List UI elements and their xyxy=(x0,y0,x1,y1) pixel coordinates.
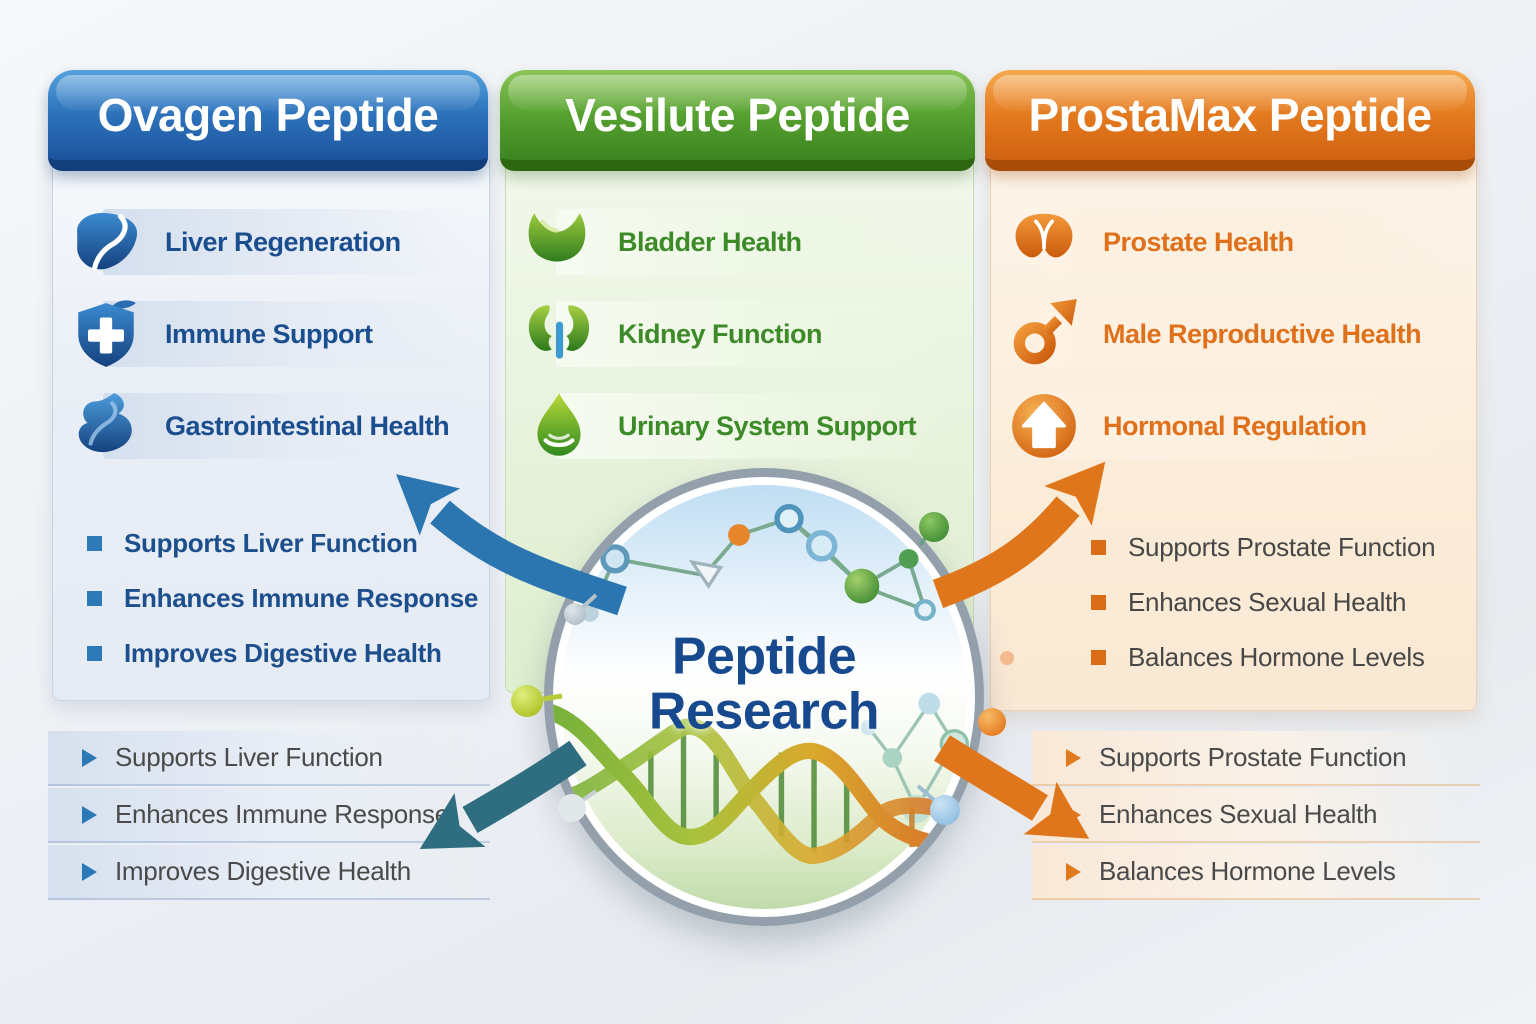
feature-prostate-health: Prostate Health xyxy=(1007,202,1464,282)
prostamax-panel: Prostate Health Male Reproductive Health xyxy=(990,160,1477,711)
triangle-bullet-icon xyxy=(82,862,97,881)
triangle-bullet-icon xyxy=(1066,862,1081,881)
up-arrow-circle-icon xyxy=(1007,389,1081,463)
prostamax-benefits: Supports Prostate Function Enhances Sexu… xyxy=(1091,520,1436,685)
feature-label: Immune Support xyxy=(165,318,373,349)
benefit-item: Enhances Immune Response xyxy=(87,571,478,626)
liver-icon xyxy=(69,205,143,279)
center-title-line2: Research xyxy=(648,681,880,740)
benefit-label: Balances Hormone Levels xyxy=(1128,642,1425,672)
benefit-item: Supports Liver Function xyxy=(87,516,478,571)
square-bullet-icon xyxy=(1091,540,1106,555)
peptide-research-badge: Peptide Research xyxy=(544,468,984,926)
benefit-label: Supports Liver Function xyxy=(124,528,418,558)
triangle-bullet-icon xyxy=(1066,748,1081,767)
ovagen-title: Ovagen Peptide xyxy=(97,89,439,141)
feature-gastrointestinal-health: Gastrointestinal Health xyxy=(69,386,477,466)
triangle-bullet-icon xyxy=(82,805,97,824)
feature-bladder-health: Bladder Health xyxy=(522,202,961,282)
square-bullet-icon xyxy=(87,591,102,606)
water-drop-icon xyxy=(522,389,596,463)
kidneys-icon xyxy=(522,297,596,371)
footer-row: Enhances Immune Response xyxy=(48,788,490,843)
ovagen-panel: Liver Regeneration Immune Support xyxy=(52,160,490,701)
vesilute-features: Bladder Health Kidney Function xyxy=(522,202,961,466)
center-title-line1: Peptide xyxy=(671,627,857,686)
square-bullet-icon xyxy=(1091,595,1106,610)
footer-label: Enhances Sexual Health xyxy=(1099,799,1378,829)
triangle-bullet-icon xyxy=(82,748,97,767)
male-symbol-icon xyxy=(1007,297,1081,371)
feature-liver-regeneration: Liver Regeneration xyxy=(69,202,477,282)
shield-cross-icon xyxy=(69,297,143,371)
vesilute-header: Vesilute Peptide xyxy=(500,70,975,171)
feature-label: Male Reproductive Health xyxy=(1103,318,1422,349)
benefit-label: Improves Digestive Health xyxy=(124,638,442,668)
feature-immune-support: Immune Support xyxy=(69,294,477,374)
footer-row: Supports Liver Function xyxy=(48,731,490,786)
ovagen-header: Ovagen Peptide xyxy=(48,70,488,171)
feature-urinary-system-support: Urinary System Support xyxy=(522,386,961,466)
square-bullet-icon xyxy=(87,536,102,551)
center-title: Peptide Research xyxy=(553,629,975,738)
bladder-icon xyxy=(522,205,596,279)
vesilute-title: Vesilute Peptide xyxy=(565,89,910,141)
benefit-item: Improves Digestive Health xyxy=(87,626,478,681)
benefit-label: Enhances Immune Response xyxy=(124,583,479,613)
ovagen-features: Liver Regeneration Immune Support xyxy=(69,202,477,466)
feature-label: Urinary System Support xyxy=(618,410,917,441)
stomach-icon xyxy=(69,389,143,463)
feature-male-reproductive-health: Male Reproductive Health xyxy=(1007,294,1464,374)
footer-label: Supports Prostate Function xyxy=(1099,742,1407,772)
footer-label: Supports Liver Function xyxy=(115,742,383,772)
feature-label: Liver Regeneration xyxy=(165,226,401,257)
benefit-label: Supports Prostate Function xyxy=(1128,532,1436,562)
footer-row: Balances Hormone Levels xyxy=(1032,845,1480,900)
ovagen-footer-list: Supports Liver Function Enhances Immune … xyxy=(48,731,490,902)
benefit-item: Balances Hormone Levels xyxy=(1091,630,1435,685)
footer-label: Enhances Immune Response xyxy=(115,799,449,829)
feature-label: Bladder Health xyxy=(618,226,802,257)
footer-label: Improves Digestive Health xyxy=(115,856,411,886)
feature-kidney-function: Kidney Function xyxy=(522,294,961,374)
footer-row: Supports Prostate Function xyxy=(1032,731,1480,786)
prostamax-footer-list: Supports Prostate Function Enhances Sexu… xyxy=(1032,731,1480,902)
square-bullet-icon xyxy=(1091,650,1106,665)
footer-row: Improves Digestive Health xyxy=(48,845,490,900)
prostamax-header: ProstaMax Peptide xyxy=(985,70,1475,171)
prostamax-title: ProstaMax Peptide xyxy=(1028,89,1432,141)
footer-label: Balances Hormone Levels xyxy=(1099,856,1396,886)
feature-label: Kidney Function xyxy=(618,318,823,349)
feature-label: Gastrointestinal Health xyxy=(165,410,450,441)
benefit-item: Supports Prostate Function xyxy=(1091,520,1436,575)
footer-row: Enhances Sexual Health xyxy=(1032,788,1480,843)
square-bullet-icon xyxy=(87,646,102,661)
prostamax-features: Prostate Health Male Reproductive Health xyxy=(1007,202,1464,466)
feature-label: Hormonal Regulation xyxy=(1103,410,1367,441)
feature-hormonal-regulation: Hormonal Regulation xyxy=(1007,386,1464,466)
prostate-icon xyxy=(1007,205,1081,279)
triangle-bullet-icon xyxy=(1066,805,1081,824)
benefit-label: Enhances Sexual Health xyxy=(1128,587,1407,617)
benefit-item: Enhances Sexual Health xyxy=(1091,575,1435,630)
feature-label: Prostate Health xyxy=(1103,226,1294,257)
ovagen-benefits: Supports Liver Function Enhances Immune … xyxy=(87,516,478,681)
